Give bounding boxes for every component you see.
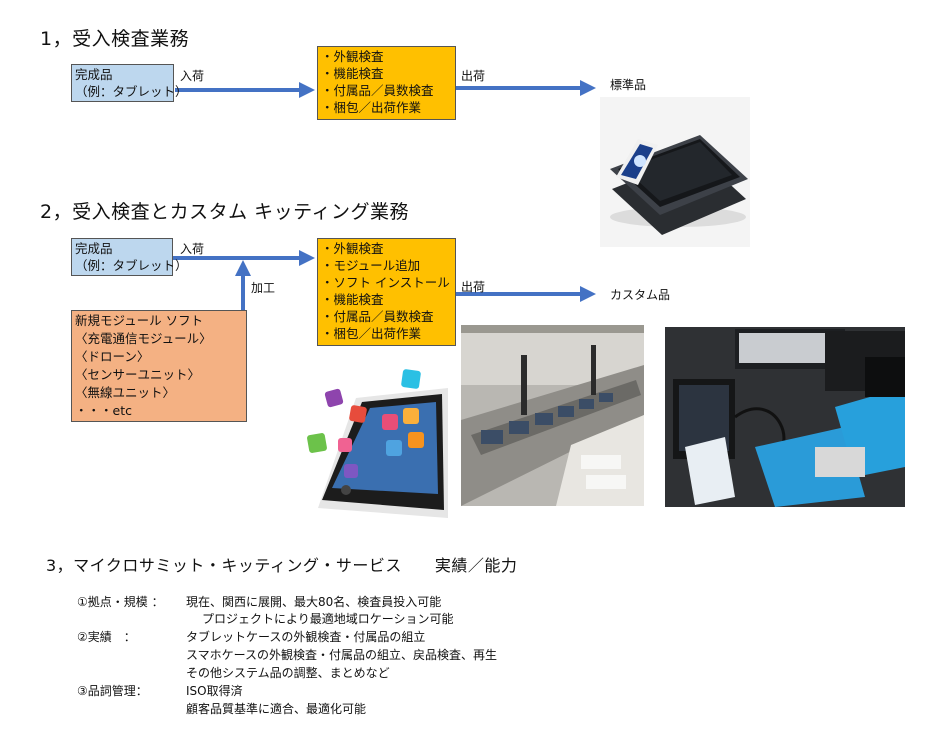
section3-item-1-line: プロジェクトにより最適地域ロケーション可能 (202, 612, 454, 626)
section1-process-item: ・機能検査 (321, 66, 384, 81)
section3-item-2-label: ②実績 ： (77, 630, 136, 644)
kitting-line-photo (461, 325, 644, 506)
section2-process-item: ・梱包／出荷作業 (321, 326, 422, 341)
module-item: ・・・etc (75, 403, 132, 418)
section1-source-line: 完成品 (75, 67, 113, 82)
section1-in-label: 入荷 (180, 69, 205, 83)
section3-item-1-line: 現在、関西に展開、最大80名、検査員投入可能 (186, 595, 442, 609)
section2-process-item: ・ソフト インストール (321, 275, 450, 290)
section1-title: 1，受入検査業務 (40, 28, 190, 50)
tablet-photo (600, 97, 750, 247)
smartphone-apps-illustration (298, 368, 458, 528)
section1-source-line: （例：タブレット） (75, 84, 188, 99)
section1-result-label: 標準品 (610, 78, 647, 92)
module-item: 〈充電通信モジュール〉 (75, 331, 212, 346)
section3-item-2-line: その他システム品の調整、まとめなど (186, 666, 390, 680)
section3-item-3-line: 顧客品質基準に適合、最適化可能 (186, 702, 367, 716)
section3-title: 3，マイクロサミット・キッティング・サービス 実績／能力 (46, 556, 518, 575)
section1-process-item: ・梱包／出荷作業 (321, 100, 422, 115)
section2-result-label: カスタム品 (610, 288, 671, 302)
module-item: 新規モジュール ソフト (75, 313, 204, 328)
section1-process-item: ・外観検査 (321, 49, 384, 64)
section1-out-label: 出荷 (461, 69, 486, 83)
section1-process-item: ・付属品／員数検査 (321, 83, 434, 98)
section2-in-label: 入荷 (180, 242, 205, 256)
section2-process-item: ・外観検査 (321, 241, 384, 256)
workbench-photo (665, 327, 905, 507)
section2-process-item: ・付属品／員数検査 (321, 309, 434, 324)
section2-process-item: ・機能検査 (321, 292, 384, 307)
section2-title: 2，受入検査とカスタム キッティング業務 (40, 201, 409, 223)
section3-item-2-line: スマホケースの外観検査・付属品の組立、戻品検査、再生 (186, 648, 498, 662)
section2-out-label: 出荷 (461, 280, 486, 294)
section2-process-label: 加工 (251, 281, 276, 295)
section3-item-3-label: ③品詞管理： (77, 684, 148, 698)
module-item: 〈無線ユニット〉 (75, 385, 176, 400)
section2-source-box: 完成品 （例：タブレット） (71, 238, 188, 276)
section3-item-2-line: タブレットケースの外観検査・付属品の組立 (186, 630, 426, 644)
module-item: 〈ドローン〉 (75, 349, 150, 364)
section1-source-box: 完成品 （例：タブレット） (71, 64, 188, 102)
section3-item-1-label: ①拠点・規模 ： (77, 595, 164, 609)
section2-process-box: ・外観検査 ・モジュール追加 ・ソフト インストール ・機能検査 ・付属品／員数… (317, 238, 456, 346)
section3-item-3-line: ISO取得済 (186, 684, 243, 698)
section2-source-line: 完成品 (75, 241, 113, 256)
section2-module-box: 新規モジュール ソフト 〈充電通信モジュール〉 〈ドローン〉 〈センサーユニット… (71, 310, 247, 422)
module-item: 〈センサーユニット〉 (75, 367, 201, 382)
section2-process-item: ・モジュール追加 (321, 258, 421, 273)
section1-process-box: ・外観検査 ・機能検査 ・付属品／員数検査 ・梱包／出荷作業 (317, 46, 456, 120)
section2-source-line: （例：タブレット） (75, 258, 188, 273)
